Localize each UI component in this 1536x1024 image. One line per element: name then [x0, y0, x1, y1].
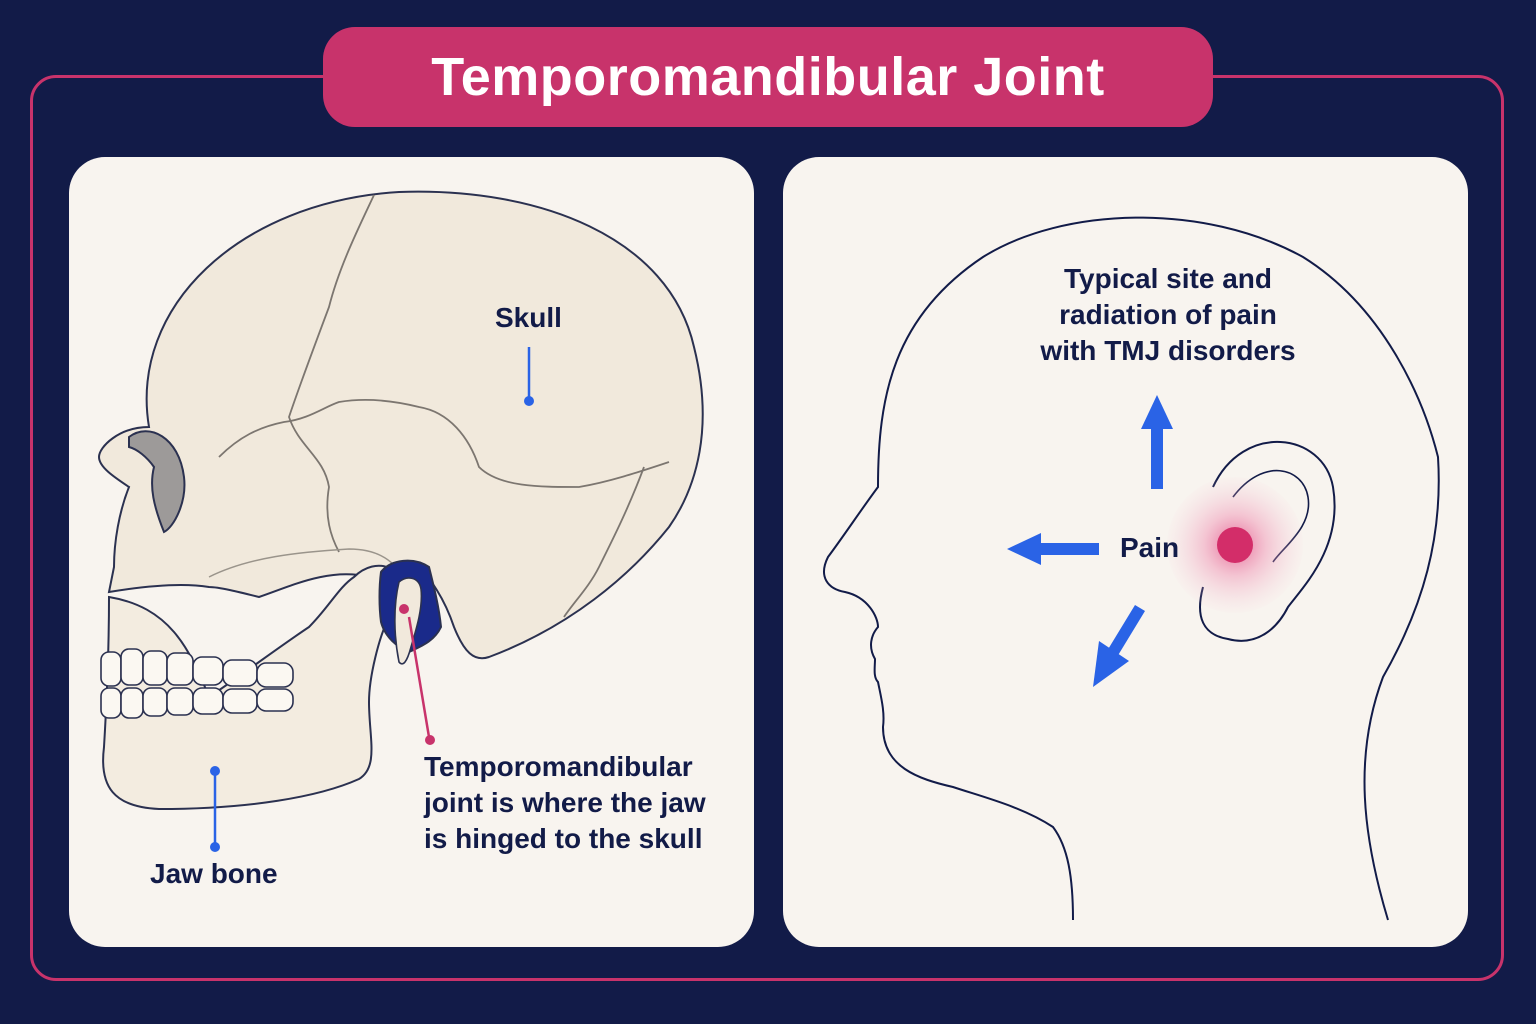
lambdoid-suture — [563, 466, 645, 618]
radiation-label-line-3: with TMJ disorders — [1040, 335, 1296, 366]
down-left-arrow-icon — [1093, 605, 1145, 687]
tmj-condyle — [394, 577, 423, 665]
teeth — [100, 648, 294, 719]
head-illustration — [823, 216, 1440, 921]
radiation-label-line-2: radiation of pain — [1059, 299, 1277, 330]
skull-outline — [97, 190, 704, 660]
eye-orbit — [128, 430, 186, 534]
radiation-label-line-1: Typical site and — [1064, 263, 1272, 294]
tmj-marker-dot — [399, 604, 409, 614]
jaw-bone-label: Jaw bone — [150, 858, 278, 889]
squamous-suture — [218, 399, 670, 488]
skull-illustration — [97, 190, 704, 852]
coronal-suture — [288, 194, 375, 553]
page-title: Temporomandibular Joint — [431, 47, 1105, 107]
tmj-label-line-2: joint is where the jaw — [424, 787, 706, 818]
pain-site-dot — [1217, 527, 1253, 563]
pain-label: Pain — [1120, 532, 1180, 563]
pain-panel: Typical site and radiation of pain with … — [783, 157, 1468, 947]
radiation-label: Typical site and radiation of pain with … — [1013, 261, 1323, 369]
title-banner: Temporomandibular Joint — [323, 27, 1213, 127]
head-outline — [823, 216, 1440, 921]
tmj-label-line-1: Temporomandibular — [424, 751, 693, 782]
skull-panel: Skull Jaw bone Temporomandibular joint i… — [69, 157, 754, 947]
left-arrow-icon — [1007, 533, 1099, 565]
tmj-label-line-3: is hinged to the skull — [424, 823, 703, 854]
tmj-label: Temporomandibular joint is where the jaw… — [424, 749, 706, 857]
zygomatic-line — [208, 548, 395, 578]
skull-marker-dot — [524, 396, 534, 406]
up-arrow-icon — [1141, 395, 1173, 489]
ear-outline — [1199, 440, 1336, 642]
skull-label: Skull — [495, 302, 562, 333]
jaw-bone-shape — [102, 564, 398, 811]
